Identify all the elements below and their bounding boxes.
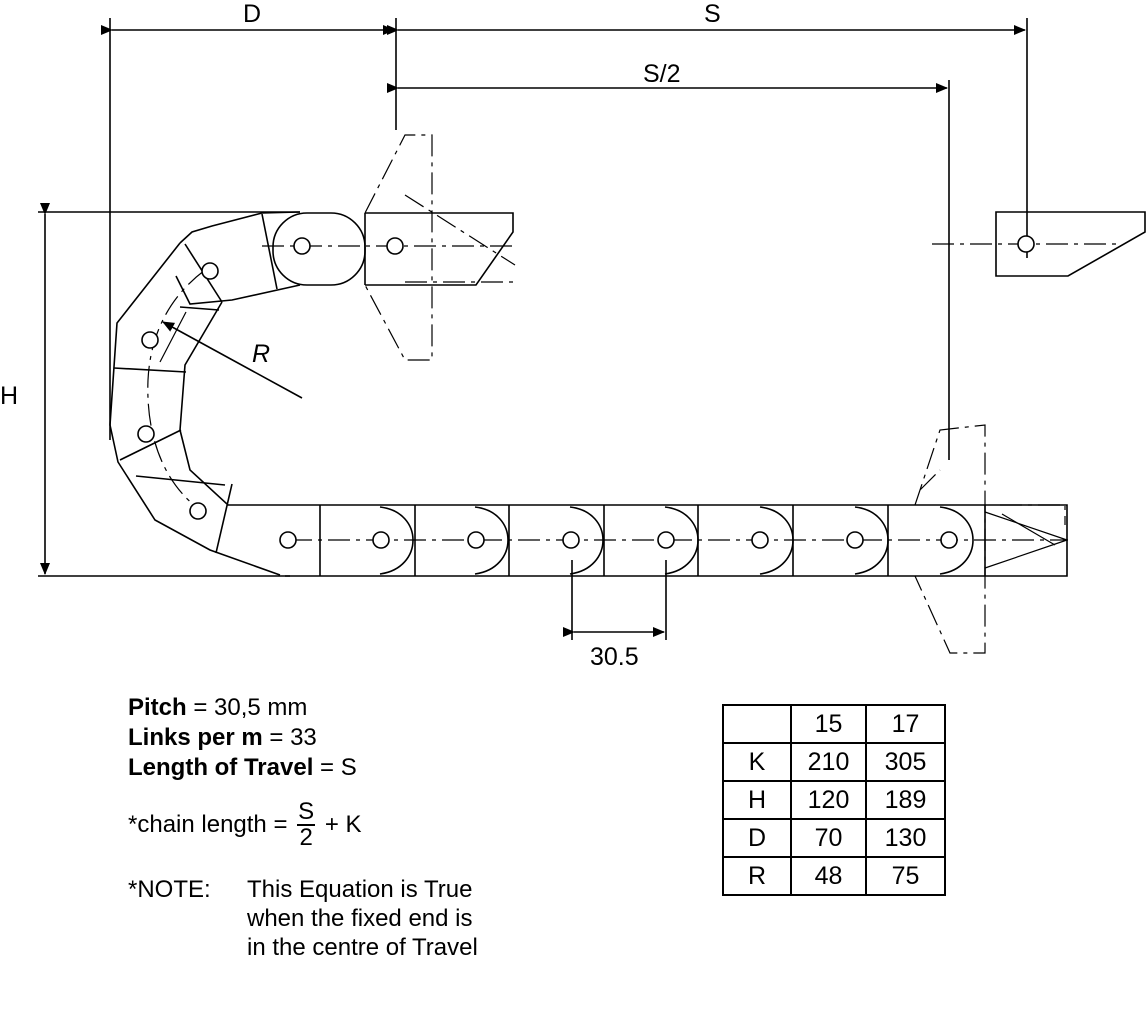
pin-hole bbox=[751, 531, 769, 549]
spec-travel: Length of Travel = S bbox=[128, 756, 357, 780]
spec-pitch: Pitch = 30,5 mm bbox=[128, 696, 307, 720]
table-header-cell: 17 bbox=[865, 704, 946, 744]
pin-hole bbox=[201, 262, 219, 280]
table-cell: 210 bbox=[790, 742, 867, 782]
label-s: S bbox=[704, 0, 721, 28]
pin-hole bbox=[562, 531, 580, 549]
table-cell: H bbox=[722, 780, 792, 820]
fixed-end-outline-top bbox=[364, 134, 516, 361]
table-cell: 48 bbox=[790, 856, 867, 896]
end-bracket bbox=[995, 211, 1146, 277]
table-row: K 210 305 bbox=[722, 742, 946, 782]
table-row: R 48 75 bbox=[722, 856, 946, 896]
pin-hole bbox=[141, 331, 159, 349]
table-cell: 70 bbox=[790, 818, 867, 858]
label-pitch: 30.5 bbox=[590, 643, 639, 671]
radius-line bbox=[162, 321, 303, 399]
label-r: R bbox=[252, 340, 271, 368]
table-cell: 120 bbox=[790, 780, 867, 820]
table-row: H 120 189 bbox=[722, 780, 946, 820]
table-cell: R bbox=[722, 856, 792, 896]
note-text: This Equation is True when the fixed end… bbox=[247, 876, 478, 961]
pin-hole bbox=[467, 531, 485, 549]
chain-curve bbox=[109, 242, 290, 576]
table-header-cell bbox=[722, 704, 792, 744]
spec-pitch-label: Pitch bbox=[128, 694, 187, 721]
pin-hole bbox=[386, 237, 404, 255]
spec-travel-value: = S bbox=[320, 754, 357, 781]
table-header-cell: 15 bbox=[790, 704, 867, 744]
table-cell: 189 bbox=[865, 780, 946, 820]
spec-links-label: Links per m bbox=[128, 724, 263, 751]
table-cell: 75 bbox=[865, 856, 946, 896]
chain-top-run bbox=[175, 211, 514, 305]
pin-hole bbox=[189, 502, 207, 520]
label-h: H bbox=[0, 382, 19, 410]
note-label: *NOTE: bbox=[128, 876, 211, 903]
formula-suffix: + K bbox=[324, 811, 362, 838]
formula-denominator: 2 bbox=[299, 824, 313, 851]
pin-hole bbox=[372, 531, 390, 549]
pin-hole bbox=[279, 531, 297, 549]
table-cell: 130 bbox=[865, 818, 946, 858]
dimensions-table: 15 17 K 210 305 H 120 189 D 70 130 R 48 … bbox=[722, 704, 946, 896]
pin-hole bbox=[293, 237, 311, 255]
table-cell: 305 bbox=[865, 742, 946, 782]
formula-prefix: *chain length = bbox=[128, 811, 288, 838]
centre-line-curve bbox=[147, 269, 206, 511]
pin-hole bbox=[137, 425, 155, 443]
pin-hole bbox=[657, 531, 675, 549]
pin-hole bbox=[940, 531, 958, 549]
pin-hole bbox=[1017, 235, 1035, 253]
spec-links-value: = 33 bbox=[269, 724, 317, 751]
table-cell: D bbox=[722, 818, 792, 858]
pin-hole bbox=[846, 531, 864, 549]
label-d: D bbox=[243, 0, 262, 28]
table-header-row: 15 17 bbox=[722, 704, 946, 744]
table-row: D 70 130 bbox=[722, 818, 946, 858]
spec-links: Links per m = 33 bbox=[128, 726, 317, 750]
spec-travel-label: Length of Travel bbox=[128, 754, 314, 781]
fixed-end-outline-bottom bbox=[914, 424, 1066, 654]
chain-length-formula: *chain length = S 2 + K bbox=[128, 800, 362, 850]
formula-fraction: S 2 bbox=[297, 798, 316, 851]
label-s-half: S/2 bbox=[643, 60, 681, 88]
formula-numerator: S bbox=[297, 798, 316, 826]
spec-pitch-value: = 30,5 mm bbox=[193, 694, 308, 721]
table-cell: K bbox=[722, 742, 792, 782]
